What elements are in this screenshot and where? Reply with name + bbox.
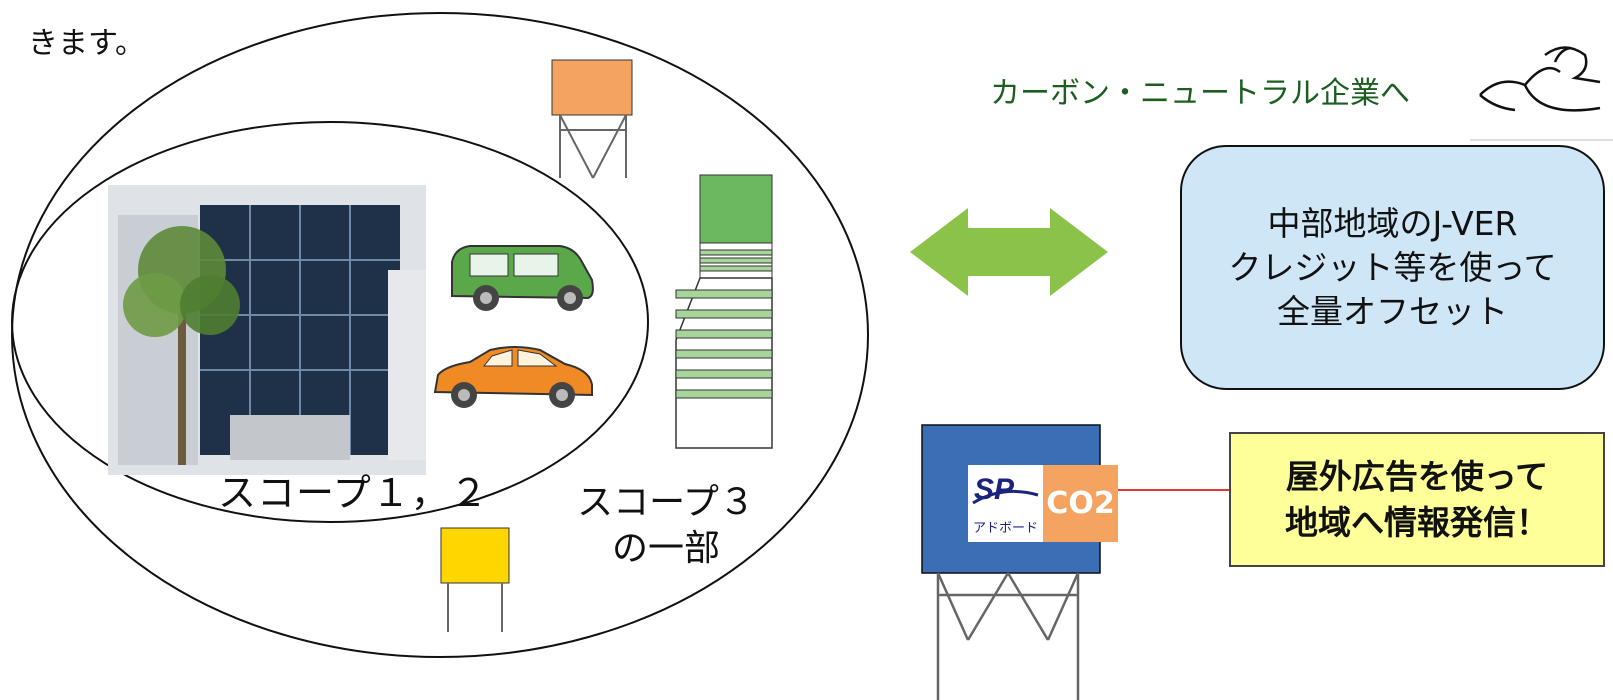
green-car-icon	[451, 245, 594, 311]
credit-line1: 中部地域のJ-VER	[1267, 203, 1518, 243]
scope3-line2: の一部	[611, 528, 720, 569]
sp-logo: SP	[968, 465, 1043, 542]
carbon-neutral-heading: カーボン・ニュートラル企業へ	[990, 76, 1410, 111]
co2-label: CO2	[1043, 465, 1118, 542]
credit-offset-box: 中部地域のJ-VER クレジット等を使って 全量オフセット	[1180, 145, 1605, 390]
scope3-line1: スコープ３	[577, 482, 755, 523]
billboard-brand-text: アドボード	[972, 521, 1038, 536]
sp-logo-mark: SP	[972, 473, 1039, 506]
credit-line2: クレジット等を使って	[1228, 247, 1557, 287]
tower-building-icon	[675, 174, 773, 449]
credit-line3: 全量オフセット	[1277, 291, 1508, 331]
outdoor-ad-box: 屋外広告を使って 地域へ情報発信！	[1229, 432, 1605, 567]
yellow-sign-icon	[440, 527, 510, 632]
orange-car-icon	[433, 346, 593, 408]
dove-icon	[1479, 46, 1601, 112]
orange-sign-icon	[551, 59, 633, 179]
double-arrow-icon	[910, 208, 1108, 296]
outdoor-line1: 屋外広告を使って	[1285, 456, 1549, 496]
scope12-ellipse	[11, 121, 649, 523]
scope12-label: スコープ１，２	[218, 471, 489, 515]
svg-text:SP: SP	[974, 473, 1015, 506]
outdoor-line2: 地域へ情報発信！	[1285, 502, 1549, 542]
building-photo	[108, 185, 426, 475]
scope3-label: スコープ３ の一部	[576, 480, 756, 572]
intro-fragment-text: きます。	[28, 26, 145, 61]
